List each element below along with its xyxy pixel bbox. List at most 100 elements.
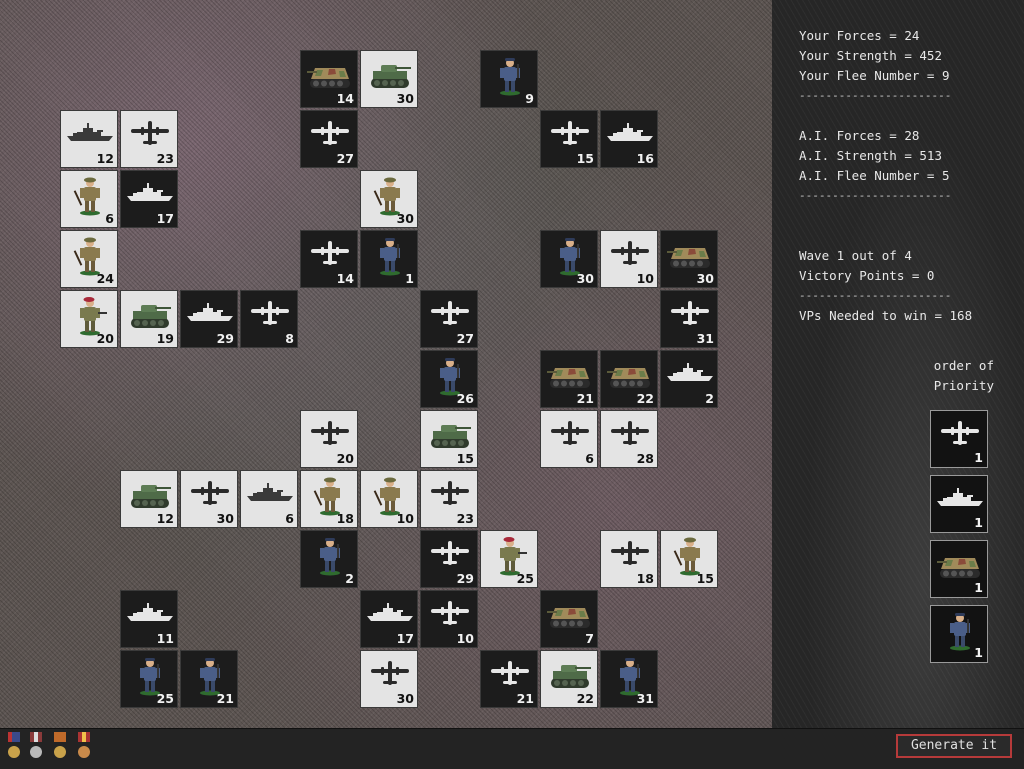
unit-tile[interactable]: 31 bbox=[600, 650, 658, 708]
camo-tank-icon bbox=[547, 368, 590, 388]
priority-tile[interactable]: 1 bbox=[930, 540, 988, 598]
unit-tile[interactable]: 23 bbox=[120, 110, 178, 168]
unit-tile[interactable]: 26 bbox=[420, 350, 478, 408]
unit-strength: 20 bbox=[96, 331, 114, 346]
unit-tile[interactable]: 7 bbox=[540, 590, 598, 648]
separator: ----------------------- bbox=[799, 289, 952, 302]
unit-strength: 2 bbox=[345, 571, 354, 586]
plane-icon bbox=[671, 301, 709, 325]
unit-tile[interactable]: 30 bbox=[180, 470, 238, 528]
priority-value: 1 bbox=[974, 515, 983, 530]
unit-strength: 18 bbox=[636, 571, 654, 586]
unit-tile[interactable]: 30 bbox=[660, 230, 718, 288]
unit-tile[interactable]: 9 bbox=[480, 50, 538, 108]
ship-icon bbox=[937, 488, 983, 506]
unit-strength: 2 bbox=[705, 391, 714, 406]
camo-tank-icon bbox=[607, 368, 650, 388]
plane-icon bbox=[431, 541, 469, 565]
unit-tile[interactable]: 19 bbox=[120, 290, 178, 348]
unit-tile[interactable]: 29 bbox=[420, 530, 478, 588]
plane-icon bbox=[941, 421, 979, 445]
unit-tile[interactable]: 15 bbox=[540, 110, 598, 168]
plane-icon bbox=[191, 481, 229, 505]
unit-tile[interactable]: 22 bbox=[540, 650, 598, 708]
unit-tile[interactable]: 15 bbox=[420, 410, 478, 468]
unit-tile[interactable]: 20 bbox=[60, 290, 118, 348]
unit-strength: 6 bbox=[285, 511, 294, 526]
unit-tile[interactable]: 30 bbox=[360, 170, 418, 228]
blue-soldier-icon bbox=[560, 238, 580, 276]
unit-tile[interactable]: 18 bbox=[600, 530, 658, 588]
unit-tile[interactable]: 21 bbox=[180, 650, 238, 708]
unit-tile[interactable]: 12 bbox=[120, 470, 178, 528]
unit-tile[interactable]: 31 bbox=[660, 290, 718, 348]
unit-tile[interactable]: 16 bbox=[600, 110, 658, 168]
plane-icon bbox=[311, 421, 349, 445]
red-beret-soldier-icon bbox=[80, 297, 107, 336]
blue-soldier-icon bbox=[620, 658, 640, 696]
victory-points: Victory Points = 0 bbox=[799, 268, 935, 283]
unit-tile[interactable]: 30 bbox=[360, 650, 418, 708]
unit-tile[interactable]: 11 bbox=[120, 590, 178, 648]
blue-soldier-icon bbox=[320, 538, 340, 576]
unit-tile[interactable]: 14 bbox=[300, 230, 358, 288]
unit-tile[interactable]: 10 bbox=[360, 470, 418, 528]
unit-strength: 6 bbox=[585, 451, 594, 466]
green-tank-icon bbox=[131, 485, 171, 508]
unit-tile[interactable]: 2 bbox=[660, 350, 718, 408]
unit-tile[interactable]: 30 bbox=[540, 230, 598, 288]
unit-tile[interactable]: 24 bbox=[60, 230, 118, 288]
unit-strength: 22 bbox=[636, 391, 654, 406]
unit-strength: 7 bbox=[585, 631, 594, 646]
unit-tile[interactable]: 25 bbox=[120, 650, 178, 708]
unit-strength: 21 bbox=[216, 691, 234, 706]
unit-tile[interactable]: 8 bbox=[240, 290, 298, 348]
unit-tile[interactable]: 17 bbox=[120, 170, 178, 228]
ship-icon bbox=[667, 363, 713, 381]
priority-tile[interactable]: 1 bbox=[930, 605, 988, 663]
plane-icon bbox=[251, 301, 289, 325]
unit-tile[interactable]: 18 bbox=[300, 470, 358, 528]
unit-tile[interactable]: 30 bbox=[360, 50, 418, 108]
blue-soldier-icon bbox=[140, 658, 160, 696]
unit-tile[interactable]: 1 bbox=[360, 230, 418, 288]
unit-strength: 10 bbox=[636, 271, 654, 286]
priority-value: 1 bbox=[974, 645, 983, 660]
unit-strength: 20 bbox=[336, 451, 354, 466]
unit-tile[interactable]: 22 bbox=[600, 350, 658, 408]
unit-tile[interactable]: 6 bbox=[60, 170, 118, 228]
plane-icon bbox=[431, 481, 469, 505]
unit-tile[interactable]: 23 bbox=[420, 470, 478, 528]
unit-strength: 17 bbox=[156, 211, 174, 226]
unit-tile[interactable]: 17 bbox=[360, 590, 418, 648]
unit-tile[interactable]: 6 bbox=[540, 410, 598, 468]
unit-strength: 15 bbox=[696, 571, 714, 586]
unit-tile[interactable]: 27 bbox=[300, 110, 358, 168]
blue-soldier-icon bbox=[380, 238, 400, 276]
unit-tile[interactable]: 27 bbox=[420, 290, 478, 348]
unit-tile[interactable]: 29 bbox=[180, 290, 238, 348]
unit-strength: 10 bbox=[456, 631, 474, 646]
unit-tile[interactable]: 28 bbox=[600, 410, 658, 468]
unit-tile[interactable]: 2 bbox=[300, 530, 358, 588]
priority-label-line1: order of bbox=[933, 358, 994, 373]
unit-tile[interactable]: 10 bbox=[600, 230, 658, 288]
unit-strength: 30 bbox=[396, 211, 414, 226]
unit-tile[interactable]: 20 bbox=[300, 410, 358, 468]
unit-tile[interactable]: 14 bbox=[300, 50, 358, 108]
priority-tile[interactable]: 1 bbox=[930, 410, 988, 468]
unit-tile[interactable]: 21 bbox=[480, 650, 538, 708]
your-strength: Your Strength = 452 bbox=[799, 48, 942, 63]
unit-tile[interactable]: 10 bbox=[420, 590, 478, 648]
unit-tile[interactable]: 6 bbox=[240, 470, 298, 528]
unit-tile[interactable]: 25 bbox=[480, 530, 538, 588]
unit-tile[interactable]: 21 bbox=[540, 350, 598, 408]
camo-tank-icon bbox=[307, 68, 350, 88]
unit-tile[interactable]: 15 bbox=[660, 530, 718, 588]
generate-button[interactable]: Generate it bbox=[896, 734, 1012, 758]
priority-tile[interactable]: 1 bbox=[930, 475, 988, 533]
green-tank-icon bbox=[551, 665, 591, 688]
unit-strength: 12 bbox=[156, 511, 174, 526]
unit-tile[interactable]: 12 bbox=[60, 110, 118, 168]
